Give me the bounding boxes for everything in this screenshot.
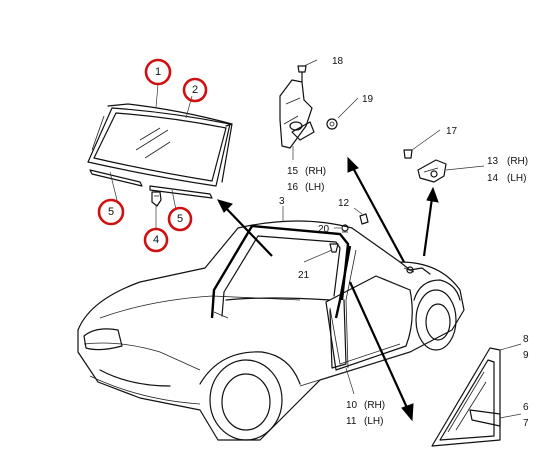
clip-21	[329, 243, 339, 253]
arrow-pillar-to-quarter	[348, 281, 414, 422]
callout-14: 14	[487, 173, 499, 184]
callout-17: 17	[446, 126, 458, 137]
callout-18: 18	[332, 56, 344, 67]
callout-19: 19	[362, 94, 374, 105]
svg-text:4: 4	[153, 234, 159, 246]
arrow-hinge-to-car	[347, 156, 405, 263]
callout-13: 13	[487, 156, 499, 167]
callout-11-side: (LH)	[364, 416, 383, 427]
callout-6: 6	[523, 402, 529, 413]
callout-2-circled: 2	[182, 77, 208, 103]
roll-bar-bracket	[399, 261, 431, 275]
callout-10-side: (RH)	[364, 400, 385, 411]
side-bracket	[417, 159, 447, 183]
bolt-18	[297, 65, 307, 83]
nut-19	[326, 118, 338, 130]
pillar-molding	[329, 245, 357, 369]
windshield-glass	[87, 107, 231, 187]
callout-11: 11	[346, 416, 357, 427]
svg-text:5: 5	[108, 206, 114, 218]
quarter-glass-assembly	[431, 347, 501, 447]
svg-text:5: 5	[177, 213, 183, 225]
callout-5-right-circled: 5	[167, 206, 193, 232]
callout-9: 9	[523, 350, 529, 361]
callout-16-side: (LH)	[305, 182, 324, 193]
car-body	[77, 220, 465, 441]
callout-1-circled: 1	[144, 58, 172, 86]
callout-10: 10	[346, 400, 358, 411]
top-hinge-bracket	[279, 79, 315, 149]
windshield-molding	[107, 103, 233, 183]
callout-7: 7	[523, 418, 529, 429]
windshield-clip	[151, 191, 162, 207]
clip-20	[341, 224, 349, 233]
windshield-frame-on-car	[210, 224, 350, 319]
arrow-bracket-to-car	[422, 186, 439, 257]
arrow-windshield-to-car	[217, 199, 273, 257]
callout-14-side: (LH)	[507, 173, 526, 184]
callout-21: 21	[298, 270, 310, 281]
callout-13-side: (RH)	[507, 156, 528, 167]
clip-12	[359, 213, 369, 225]
svg-text:2: 2	[192, 84, 198, 96]
callout-15-side: (RH)	[305, 166, 326, 177]
callout-15: 15	[287, 166, 299, 177]
callout-5-left-circled: 5	[97, 198, 125, 226]
callout-8: 8	[523, 334, 529, 345]
screw-17	[403, 149, 413, 159]
callout-20: 20	[318, 224, 330, 235]
lower-molding-strips	[89, 169, 213, 199]
callout-3: 3	[279, 196, 285, 207]
callout-16: 16	[287, 182, 299, 193]
callout-4-circled: 4	[143, 227, 169, 253]
callout-12: 12	[338, 198, 350, 209]
svg-text:1: 1	[155, 66, 161, 78]
